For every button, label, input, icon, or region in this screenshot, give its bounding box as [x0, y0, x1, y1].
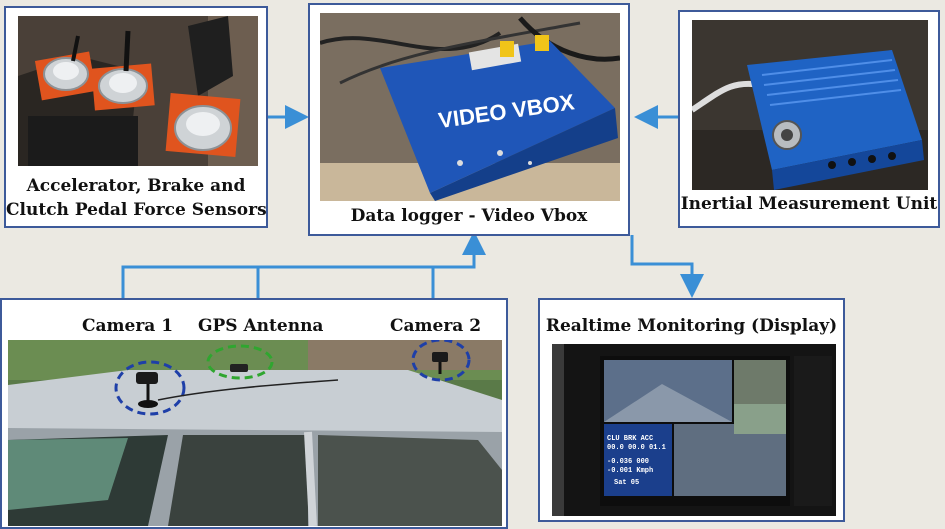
imu-photo [692, 20, 928, 190]
gps-antenna-label: GPS Antenna [198, 316, 323, 336]
imu-label: Inertial Measurement Unit [680, 194, 938, 214]
screen-row-2: 00.0 00.0 01.1 [607, 444, 666, 452]
pedal-sensor-label-line1: Accelerator, Brake and [6, 176, 266, 196]
camera-1-label: Camera 1 [82, 316, 173, 336]
gps-antenna-device [230, 364, 248, 372]
data-logger-label: Data logger - Video Vbox [310, 206, 628, 226]
pedal-sensor-photo [18, 16, 258, 166]
pedal-sensor-3 [166, 93, 241, 157]
screen-row-5: Sat 05 [614, 479, 639, 487]
camera-gps-panel: Camera 1 GPS Antenna Camera 2 [0, 298, 508, 529]
screen-row-4: -0.001 Kmph [607, 467, 653, 475]
pedal-sensor-label-line2: Clutch Pedal Force Sensors [6, 200, 266, 220]
pedal-sensor-panel: Accelerator, Brake and Clutch Pedal Forc… [4, 6, 268, 228]
screen-row-1: CLU BRK ACC [607, 435, 653, 443]
arrow-camera-to-logger [123, 237, 474, 298]
car-roof-photo [8, 340, 502, 526]
pedal-sensor-2 [91, 63, 154, 110]
video-vbox-photo: VIDEO VBOX [320, 13, 620, 201]
screen-row-3: -0.036 000 [607, 458, 649, 466]
imu-panel: Inertial Measurement Unit [678, 10, 940, 228]
monitor-photo: CLU BRK ACC 00.0 00.0 01.1 -0.036 000 -0… [552, 344, 836, 516]
monitor-panel: Realtime Monitoring (Display) CLU BRK AC… [538, 298, 845, 522]
arrow-logger-to-monitor [632, 235, 692, 292]
data-logger-panel: VIDEO VBOX Data logger - Video Vbox [308, 3, 630, 236]
camera-2-label: Camera 2 [390, 316, 481, 336]
monitor-label: Realtime Monitoring (Display) [540, 316, 843, 336]
